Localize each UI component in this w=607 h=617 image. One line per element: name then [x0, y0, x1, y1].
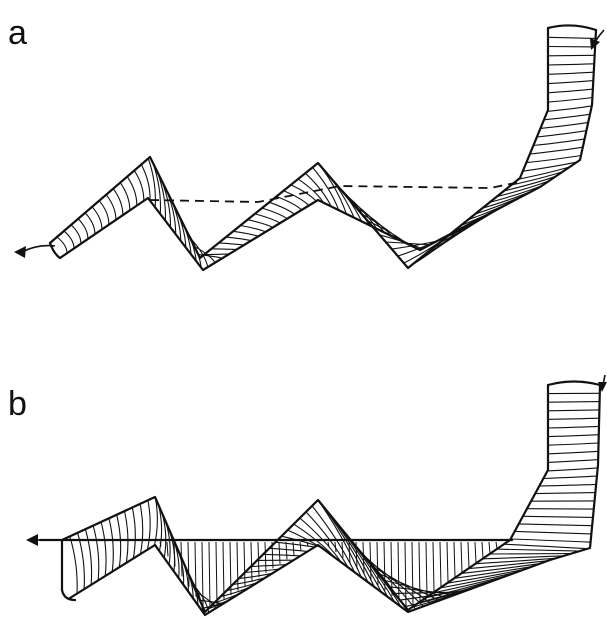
panel-b-outflow-arrowhead	[26, 534, 38, 546]
contour-line	[212, 249, 237, 250]
fill-line	[454, 542, 455, 577]
panel-a-lower-edge	[60, 30, 596, 270]
contour-line	[548, 402, 600, 403]
fill-line	[209, 542, 210, 609]
fill-line	[482, 542, 483, 558]
fill-line	[496, 542, 497, 549]
contour-line	[490, 554, 572, 555]
contour-line	[548, 55, 595, 56]
panel-a-upper-edge	[50, 28, 548, 268]
panel-b: b	[8, 375, 607, 615]
fill-line	[216, 542, 217, 604]
fill-line	[440, 542, 441, 587]
panel-a: a	[8, 14, 604, 270]
panel-a-ribbon	[50, 28, 596, 268]
panel-b-ribbon	[62, 385, 600, 615]
contour-line	[204, 254, 229, 255]
panel-a-outflow-arrowhead	[14, 246, 26, 258]
panel-b-label: b	[8, 385, 27, 423]
fill-line	[433, 542, 434, 592]
panel-a-contours	[57, 37, 596, 267]
panel-a-outflow-arrow	[22, 246, 55, 252]
fill-line	[468, 542, 469, 568]
fill-line	[447, 542, 448, 582]
fill-line	[223, 542, 224, 600]
fill-line	[489, 542, 490, 553]
fill-line	[461, 542, 462, 573]
fill-line	[475, 542, 476, 563]
fill-line	[426, 542, 427, 597]
fill-line	[412, 542, 413, 606]
fill-line	[398, 542, 399, 601]
panel-a-label: a	[8, 14, 27, 52]
panel-b-top-cap	[548, 382, 600, 386]
